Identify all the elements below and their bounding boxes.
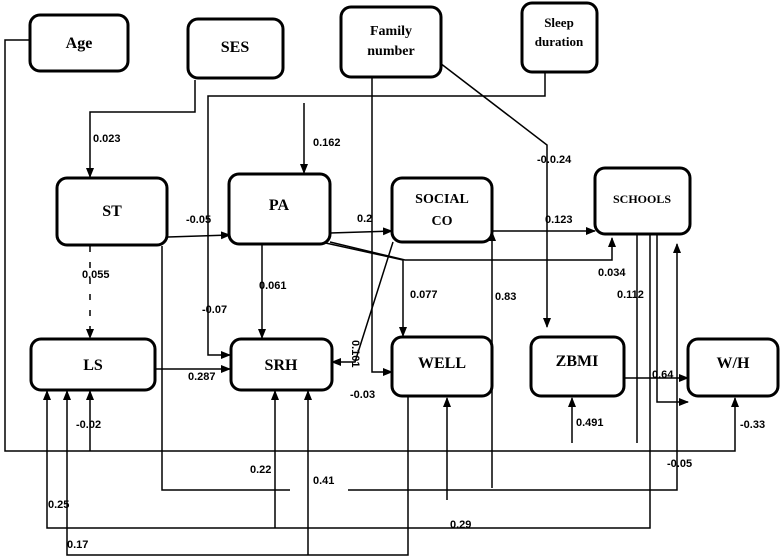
node-st: ST: [55, 176, 169, 247]
edges: [4, 39, 739, 556]
node-sleep-label-2: duration: [535, 34, 584, 49]
edge-st-bottom: [161, 246, 290, 491]
node-sleep-label-1: Sleep: [544, 15, 574, 30]
node-age: Age: [28, 13, 130, 73]
node-family-label-2: number: [367, 44, 414, 59]
node-well-label: WELL: [418, 355, 466, 372]
edge-st-pa: [167, 231, 231, 240]
node-social-label-1: SOCIAL: [415, 192, 469, 207]
edge-family-well: [371, 77, 393, 376]
edge-pa-schools: [329, 237, 616, 261]
node-ses-label: SES: [221, 39, 250, 56]
coef-schools-wh: -0.05: [667, 458, 692, 470]
coef-pa-well: 0.077: [410, 289, 438, 301]
node-pa-label: PA: [269, 197, 290, 214]
edge-age-wh: [4, 39, 739, 452]
coef-pa-social: 0.2: [357, 213, 372, 225]
coef-sleep-srh: -0.07: [202, 304, 227, 316]
node-zbmi-label: ZBMI: [556, 353, 599, 370]
coef-bottom-srh-a: 0.22: [250, 464, 271, 476]
node-schools-label: SCHOOLS: [613, 192, 671, 206]
coef-family-well: -0.03: [350, 389, 375, 401]
coef-pa-schools: 0.034: [598, 267, 626, 279]
edge-ses-st: [86, 80, 196, 178]
node-ses: SES: [186, 17, 285, 80]
node-wh-label: W/H: [717, 355, 750, 372]
node-social-label-2: CO: [432, 214, 453, 229]
node-age-label: Age: [66, 35, 93, 52]
node-wh: W/H: [686, 337, 780, 398]
node-sleep-duration: Sleep duration: [520, 1, 599, 74]
coef-social-schools: 0.123: [545, 214, 573, 226]
coef-social-zbmi: 0.83: [495, 291, 516, 303]
coef-ses-st: 0.023: [93, 133, 121, 145]
edge-sleep-srh: [207, 72, 546, 359]
coef-st-ls: 0.055: [82, 269, 110, 281]
coef-bottom-ls-b: 0.17: [67, 539, 88, 551]
coef-ls-srh: 0.287: [188, 371, 216, 383]
coef-bottom-well: 0.29: [450, 519, 471, 531]
coef-pa-srh: 0.061: [259, 280, 287, 292]
node-st-label: ST: [102, 203, 122, 220]
edge-pa-social: [329, 227, 393, 236]
edge-schools-bottom: [43, 235, 651, 529]
edge-family-zbmi: [439, 62, 551, 328]
coef-age-ls: -0.02: [76, 419, 101, 431]
edge-well-bottom: [63, 390, 409, 556]
node-family-number: Family number: [339, 5, 443, 79]
node-social-co: SOCIAL CO: [390, 176, 494, 244]
coef-ses-pa: 0.162: [313, 137, 341, 149]
coef-bottom-srh-b: 0.41: [313, 475, 334, 487]
edge-social-srh: [331, 241, 394, 366]
node-pa: PA: [227, 172, 332, 246]
node-family-label-1: Family: [370, 24, 412, 39]
coef-bottom-ls-a: 0.25: [48, 499, 69, 511]
node-ls: LS: [29, 337, 157, 392]
node-well: WELL: [390, 335, 494, 398]
coef-schools-label: 0.112: [617, 289, 644, 301]
node-srh: SRH: [229, 337, 334, 392]
node-srh-label: SRH: [265, 357, 298, 374]
coef-social-srh: 0.101: [349, 340, 361, 368]
node-zbmi: ZBMI: [529, 335, 626, 398]
edge-right-schools: [348, 243, 681, 491]
node-ls-label: LS: [83, 357, 103, 374]
coefficient-labels: 0.023 0.162 -0.05 0.2 -0.0.24 0.123 0.05…: [48, 133, 765, 551]
coef-bottom-zbmi: 0.491: [576, 417, 604, 429]
coef-family-zbmi: -0.0.24: [537, 154, 572, 166]
coef-age-wh: -0.33: [740, 419, 765, 431]
node-schools: SCHOOLS: [593, 166, 692, 236]
coef-st-pa: -0.05: [186, 214, 211, 226]
coef-zbmi-wh: 0.64: [652, 369, 674, 381]
